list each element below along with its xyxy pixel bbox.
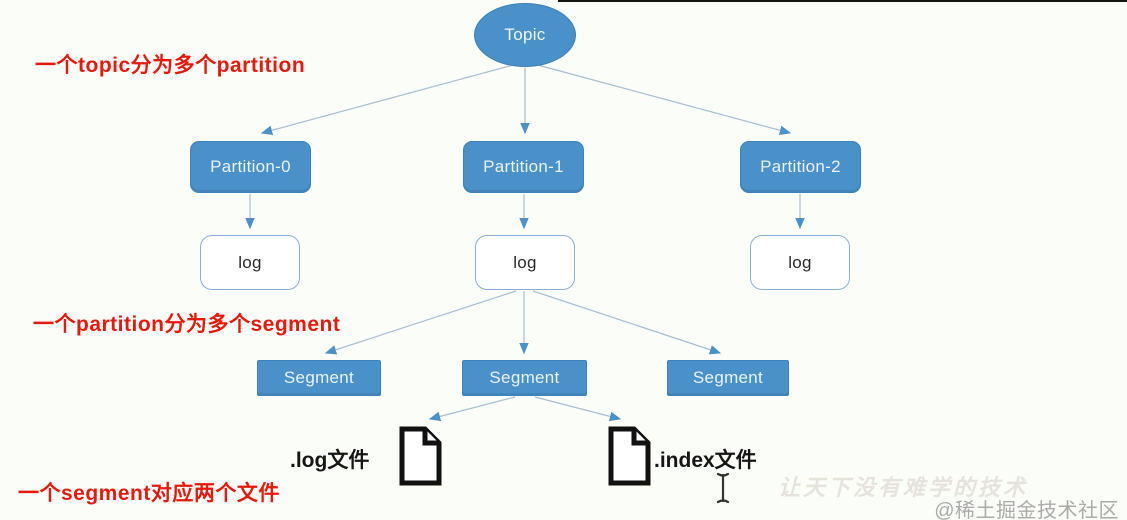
- watermark-slogan: 让天下没有难学的技术: [778, 475, 1029, 501]
- top-border-line: [558, 0, 1127, 2]
- file-label-index: .index文件: [654, 449, 757, 472]
- node-segment-2: Segment: [667, 360, 789, 396]
- node-partition-1: Partition-1: [463, 141, 584, 193]
- node-log-0: log: [200, 235, 300, 290]
- node-topic: Topic: [474, 3, 576, 67]
- node-partition-2: Partition-2: [740, 141, 861, 193]
- node-partition-0: Partition-0: [190, 141, 311, 193]
- file-label-log: .log文件: [290, 449, 370, 472]
- node-log-1: log: [475, 235, 575, 290]
- annotation-segment-files: 一个segment对应两个文件: [18, 482, 280, 505]
- ibeam-cursor-icon: [716, 472, 730, 504]
- node-log-2: log: [750, 235, 850, 290]
- annotation-topic-partition: 一个topic分为多个partition: [35, 54, 306, 77]
- annotation-partition-segment: 一个partition分为多个segment: [33, 313, 341, 336]
- node-segment-0: Segment: [257, 360, 381, 396]
- document-icon: [399, 426, 442, 486]
- document-icon: [608, 426, 651, 486]
- node-segment-1: Segment: [462, 360, 587, 396]
- watermark-community: @稀土掘金技术社区: [934, 500, 1119, 520]
